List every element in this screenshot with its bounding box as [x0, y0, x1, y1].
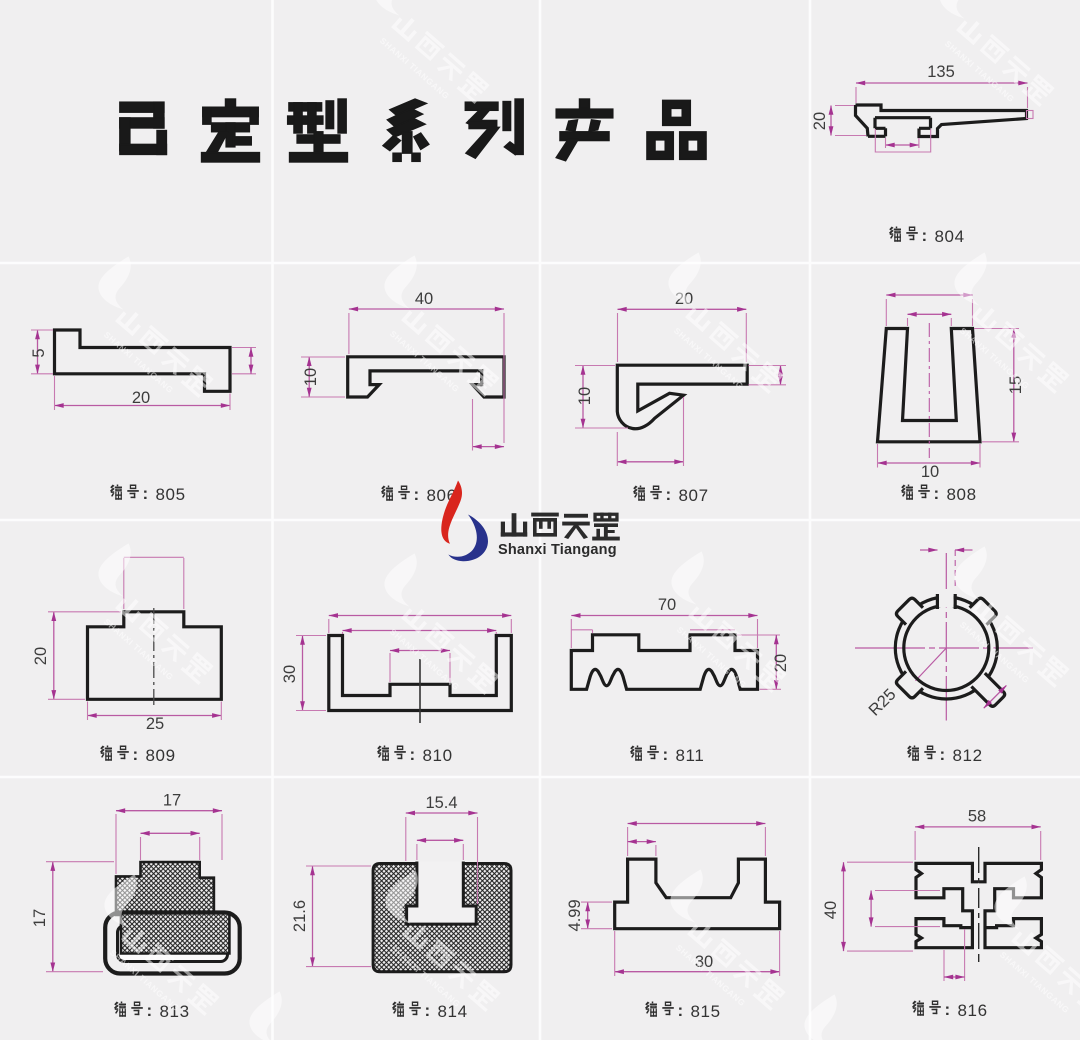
svg-text:20: 20 — [132, 389, 150, 407]
svg-text:15.4: 15.4 — [425, 794, 457, 812]
svg-text::: : — [922, 226, 928, 245]
svg-text::: : — [934, 484, 940, 503]
svg-text:25: 25 — [146, 715, 164, 733]
svg-text:20: 20 — [811, 112, 829, 130]
svg-text::: : — [143, 484, 149, 503]
svg-text:10: 10 — [302, 368, 320, 386]
svg-text:804: 804 — [935, 227, 965, 246]
svg-text:135: 135 — [927, 63, 955, 81]
svg-text:5: 5 — [30, 348, 48, 357]
svg-text:809: 809 — [146, 746, 176, 765]
svg-text:814: 814 — [438, 1002, 468, 1021]
svg-text::: : — [133, 745, 139, 764]
svg-text:21.6: 21.6 — [291, 900, 309, 932]
svg-text::: : — [147, 1001, 153, 1020]
svg-text:Shanxi Tiangang: Shanxi Tiangang — [498, 542, 617, 558]
svg-text:815: 815 — [691, 1002, 721, 1021]
svg-text::: : — [945, 1000, 951, 1019]
svg-text:808: 808 — [947, 485, 977, 504]
svg-text:70: 70 — [658, 596, 676, 614]
svg-text:807: 807 — [679, 486, 709, 505]
svg-text:811: 811 — [676, 746, 705, 765]
svg-text:58: 58 — [968, 808, 986, 826]
svg-text:812: 812 — [953, 746, 983, 765]
svg-text:4.99: 4.99 — [566, 899, 584, 931]
svg-text::: : — [678, 1001, 684, 1020]
svg-text:816: 816 — [958, 1001, 988, 1020]
svg-text:17: 17 — [31, 909, 49, 927]
svg-text::: : — [410, 745, 416, 764]
svg-text::: : — [425, 1001, 431, 1020]
svg-text:40: 40 — [415, 290, 433, 308]
svg-text:810: 810 — [423, 746, 453, 765]
svg-text:10: 10 — [921, 463, 939, 481]
svg-text:17: 17 — [163, 792, 181, 810]
svg-text:40: 40 — [822, 901, 840, 919]
svg-text:30: 30 — [281, 665, 299, 683]
svg-text::: : — [940, 745, 946, 764]
svg-text:20: 20 — [32, 647, 50, 665]
svg-text:806: 806 — [427, 486, 457, 505]
svg-text::: : — [666, 485, 672, 504]
svg-text:10: 10 — [576, 387, 594, 405]
svg-text:805: 805 — [156, 485, 186, 504]
svg-text::: : — [663, 745, 669, 764]
svg-text::: : — [414, 485, 420, 504]
